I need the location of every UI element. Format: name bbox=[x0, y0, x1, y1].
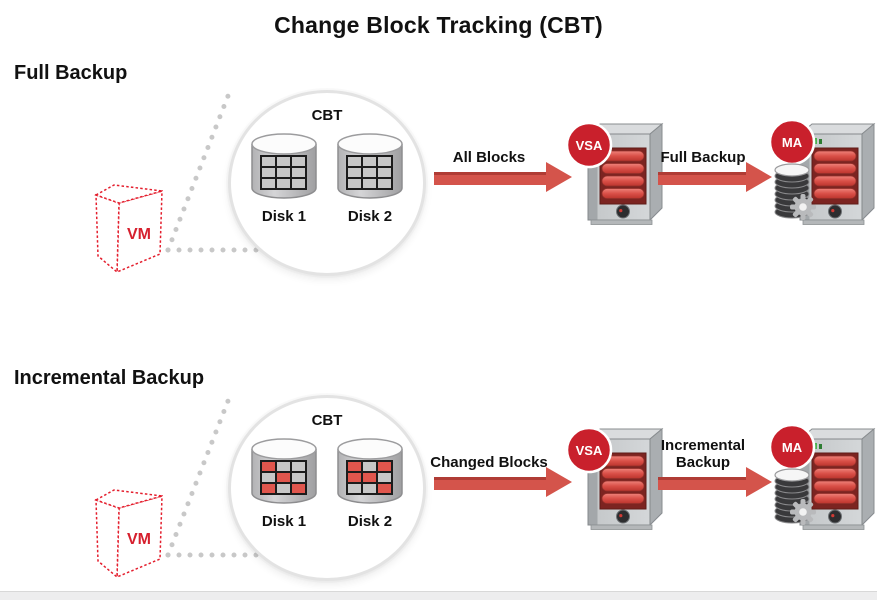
ma-badge-label: MA bbox=[782, 135, 803, 150]
arrow-shaft bbox=[658, 477, 746, 490]
disk-block-gray bbox=[378, 179, 391, 188]
disk-block-gray bbox=[348, 157, 361, 166]
disk-block-gray bbox=[363, 462, 376, 471]
disk-block-grid bbox=[346, 460, 393, 495]
disk-block-gray bbox=[292, 473, 305, 482]
disk-block-gray bbox=[348, 179, 361, 188]
disk-block-gray bbox=[292, 157, 305, 166]
disk-block-gray bbox=[262, 168, 275, 177]
disk-block-gray bbox=[348, 484, 361, 493]
arrow-head bbox=[746, 162, 772, 192]
disk-block-red bbox=[378, 484, 391, 493]
cbt-circle: CBT Disk 1 Disk 2 bbox=[228, 90, 426, 276]
gear-icon bbox=[790, 194, 816, 220]
connector-dots bbox=[165, 93, 263, 253]
ma-server-icon: MA bbox=[768, 118, 875, 225]
disk-block-gray bbox=[378, 157, 391, 166]
disk-block-red bbox=[262, 484, 275, 493]
arrow-head bbox=[546, 467, 572, 497]
disk-row: Disk 1 Disk 2 bbox=[250, 132, 404, 225]
disk-label: Disk 1 bbox=[261, 208, 307, 225]
vm-label: VM bbox=[127, 226, 151, 243]
disk-block-gray bbox=[277, 157, 290, 166]
disk-label: Disk 2 bbox=[347, 208, 393, 225]
disk-block-red bbox=[292, 484, 305, 493]
ma-badge: MA bbox=[768, 118, 816, 166]
disk-block-gray bbox=[277, 168, 290, 177]
disk-2: Disk 2 bbox=[336, 132, 404, 225]
ma-badge-label: MA bbox=[782, 440, 803, 455]
vsa-badge-label: VSA bbox=[576, 443, 603, 458]
incremental-backup-section: Incremental Backup VM CBT Disk 1 bbox=[0, 365, 877, 615]
disk-block-gray bbox=[292, 179, 305, 188]
arrow-label: All Blocks bbox=[452, 148, 526, 166]
disk-block-gray bbox=[378, 473, 391, 482]
ma-badge: MA bbox=[768, 423, 816, 471]
disk-block-gray bbox=[363, 157, 376, 166]
vsa-badge: VSA bbox=[565, 121, 613, 169]
section-heading: Incremental Backup bbox=[14, 367, 205, 389]
incremental-backup-arrow: Incremental Backup bbox=[658, 425, 772, 497]
changed-blocks-arrow: Changed Blocks bbox=[430, 425, 572, 497]
vsa-badge-label: VSA bbox=[576, 138, 603, 153]
cbt-label: CBT bbox=[311, 107, 343, 124]
all-blocks-arrow: All Blocks bbox=[434, 120, 572, 192]
page-title: Change Block Tracking (CBT) bbox=[274, 12, 603, 38]
disk-block-gray bbox=[277, 179, 290, 188]
disk-row: Disk 1 Disk 2 bbox=[250, 437, 404, 530]
disk-label: Disk 2 bbox=[347, 513, 393, 530]
arrow-shaft bbox=[434, 477, 546, 490]
disk-block-gray bbox=[363, 168, 376, 177]
arrow-label: Incremental Backup bbox=[660, 437, 746, 471]
disk-block-red bbox=[378, 462, 391, 471]
disk-1: Disk 1 bbox=[250, 132, 318, 225]
vsa-server-icon: VSA bbox=[565, 426, 663, 530]
cbt-label: CBT bbox=[311, 412, 343, 429]
disk-block-red bbox=[277, 473, 290, 482]
ma-server-icon: MA bbox=[768, 423, 875, 530]
disk-block-grid bbox=[346, 155, 393, 190]
disk-block-gray bbox=[363, 484, 376, 493]
vm-cube-icon: VM bbox=[94, 184, 163, 274]
disk-block-gray bbox=[363, 179, 376, 188]
arrow-shaft bbox=[658, 172, 746, 185]
disk-block-grid bbox=[260, 155, 307, 190]
arrow-head bbox=[546, 162, 572, 192]
section-heading: Full Backup bbox=[14, 62, 128, 84]
full-backup-arrow: Full Backup bbox=[658, 120, 772, 192]
disk-2: Disk 2 bbox=[336, 437, 404, 530]
vm-cube-icon: VM bbox=[94, 489, 163, 579]
arrow-shaft bbox=[434, 172, 546, 185]
disk-block-grid bbox=[260, 460, 307, 495]
connector-dots bbox=[165, 398, 263, 558]
disk-block-red bbox=[262, 462, 275, 471]
full-backup-section: Full Backup VM CBT Disk 1 bbox=[0, 60, 877, 310]
arrow-label: Changed Blocks bbox=[430, 453, 548, 471]
cbt-circle: CBT Disk 1 Disk 2 bbox=[228, 395, 426, 581]
disk-block-gray bbox=[277, 484, 290, 493]
disk-block-gray bbox=[378, 168, 391, 177]
disk-block-red bbox=[363, 473, 376, 482]
disk-block-gray bbox=[292, 168, 305, 177]
disk-block-red bbox=[348, 462, 361, 471]
disk-label: Disk 1 bbox=[261, 513, 307, 530]
arrow-label: Full Backup bbox=[660, 148, 746, 166]
disk-block-gray bbox=[262, 179, 275, 188]
footer-bar bbox=[0, 591, 877, 600]
disk-block-red bbox=[348, 473, 361, 482]
disk-block-gray bbox=[262, 473, 275, 482]
arrow-head bbox=[746, 467, 772, 497]
vsa-server-icon: VSA bbox=[565, 121, 663, 225]
disk-block-gray bbox=[262, 157, 275, 166]
vsa-badge: VSA bbox=[565, 426, 613, 474]
disk-block-gray bbox=[348, 168, 361, 177]
disk-block-gray bbox=[277, 462, 290, 471]
gear-icon bbox=[790, 499, 816, 525]
vm-label: VM bbox=[127, 531, 151, 548]
disk-block-gray bbox=[292, 462, 305, 471]
disk-1: Disk 1 bbox=[250, 437, 318, 530]
